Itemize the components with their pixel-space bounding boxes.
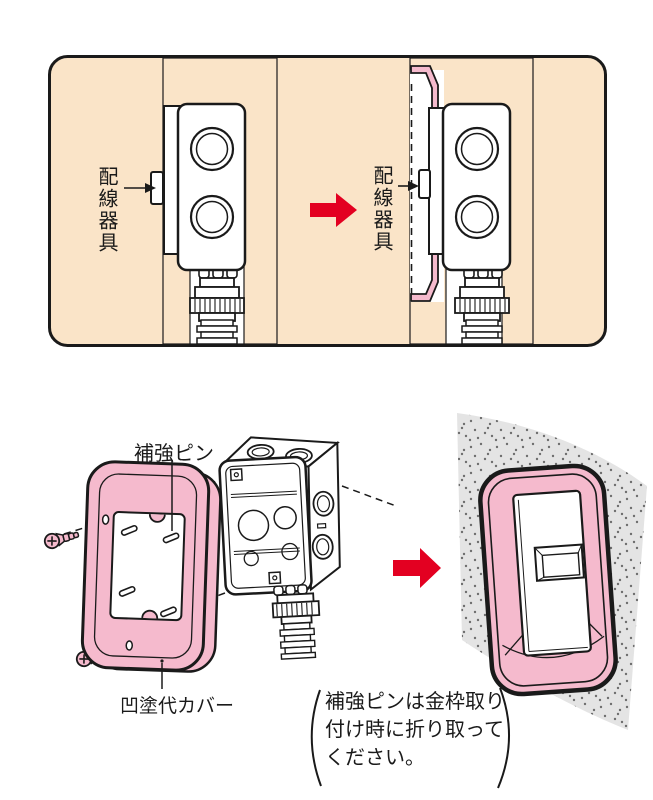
screw-icon-top xyxy=(42,526,81,551)
outlet-box xyxy=(218,436,341,660)
wall-section-before xyxy=(124,57,278,345)
finished-wall xyxy=(457,413,647,730)
device-leader-before xyxy=(124,183,156,193)
note-line-1: 補強ピンは金枠取り xyxy=(325,691,505,713)
plaster-cover-frame xyxy=(80,460,222,673)
conduit-exploded xyxy=(271,584,321,660)
note-line-2: 付け時に折り取って xyxy=(325,719,504,741)
device-label-after: 配線器具 xyxy=(370,165,392,253)
note-parenthesis-left xyxy=(310,689,322,787)
device-leader-after xyxy=(398,181,419,191)
exploded-view xyxy=(42,413,647,789)
note-text: 補強ピンは金枠取り 付け時に折り取って ください。 xyxy=(325,688,505,772)
device-label-before: 配線器具 xyxy=(95,166,117,254)
switch-plate xyxy=(512,489,592,657)
reinforcement-pins xyxy=(118,525,180,618)
before-after-panel xyxy=(48,55,607,347)
wiring-box-after xyxy=(441,102,512,272)
note-parenthesis-right xyxy=(497,687,511,789)
reinforcement-pin-label: 補強ピン xyxy=(134,443,214,465)
plaster-cover-label: 凹塗代カバー xyxy=(120,696,235,717)
wiring-box-before xyxy=(176,102,247,272)
transition-arrow-icon xyxy=(310,193,357,227)
wall-section-after xyxy=(398,57,534,345)
conduit-after xyxy=(454,267,510,345)
device-tab-after xyxy=(418,169,431,199)
installed-cover xyxy=(478,463,618,697)
note-line-3: ください。 xyxy=(325,747,425,769)
transition-arrow-bottom-icon xyxy=(393,548,441,588)
